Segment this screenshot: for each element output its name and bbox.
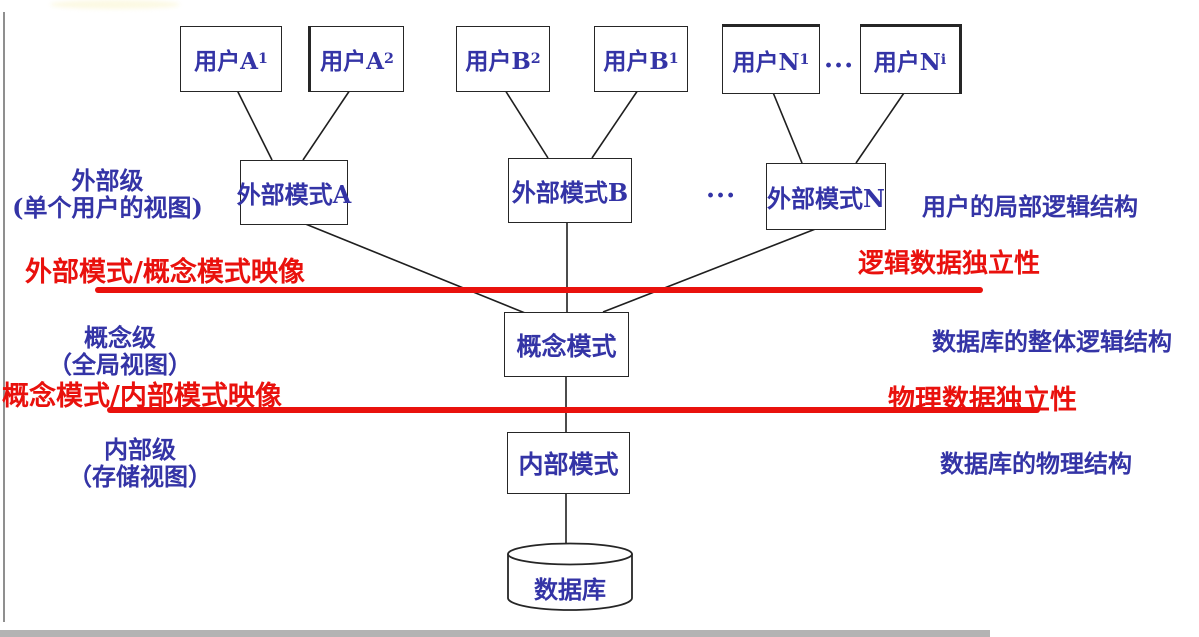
conceptual-internal-mapping-line: [107, 407, 1040, 413]
line-extA-conceptual: [302, 222, 526, 314]
user-local-structure-label: 用户的局部逻辑结构: [922, 192, 1138, 221]
line-userA1-extA: [236, 89, 273, 161]
user-box-label: 用户A: [320, 48, 384, 75]
internal-level-title: 内部级: [104, 435, 176, 464]
line-userNi-extN: [855, 89, 907, 164]
internal-schema-box: 内部模式: [507, 432, 630, 494]
line-userN1-extN: [771, 89, 803, 164]
conceptual-schema-box: 概念模式: [504, 312, 629, 377]
bottom-border-strip: [0, 630, 990, 637]
conceptual-level-title: 概念级: [84, 323, 156, 352]
conceptual-level-label: 概念级 （全局视图）: [25, 324, 215, 378]
top-faint-artifact: [50, 0, 180, 9]
external-level-label: 外部级 (单个用户的视图): [0, 167, 215, 221]
external-conceptual-mapping-line: [95, 287, 983, 293]
user-box-label: 用户A: [194, 48, 258, 75]
ellipsis-external-schemas: ...: [706, 174, 737, 204]
user-box-label: 用户N: [732, 49, 800, 76]
physical-data-independence-label: 物理数据独立性: [888, 385, 1077, 416]
external-schema-a-box: 外部模式A: [237, 160, 351, 225]
db-physical-structure-label: 数据库的物理结构: [940, 449, 1132, 478]
user-box-label: 用户B: [465, 48, 531, 75]
conceptual-level-subtitle: （全局视图）: [48, 350, 192, 379]
external-conceptual-mapping-label: 外部模式/概念模式映像: [25, 257, 305, 288]
user-box-label: 用户N: [873, 49, 941, 76]
conceptual-internal-mapping-label: 概念模式/内部模式映像: [2, 381, 282, 412]
external-level-subtitle: (单个用户的视图): [12, 193, 203, 222]
line-userB2-extB: [504, 89, 549, 159]
line-userA2-extA: [302, 89, 351, 161]
left-border-line: [3, 12, 5, 622]
db-overall-structure-label: 数据库的整体逻辑结构: [932, 327, 1172, 356]
internal-level-subtitle: （存储视图）: [68, 462, 212, 491]
database-label: 数据库: [534, 575, 606, 604]
database-cylinder: [507, 542, 633, 611]
line-extN-conceptual: [602, 227, 819, 313]
external-schema-n-box: 外部模式N: [766, 163, 886, 230]
ellipsis-users: ...: [824, 44, 855, 74]
external-level-title: 外部级: [71, 166, 144, 195]
user-box-label: 用户B: [603, 48, 669, 75]
external-schema-b-box: 外部模式B: [508, 158, 632, 223]
logical-data-independence-label: 逻辑数据独立性: [858, 249, 1041, 279]
line-userB1-extB: [591, 89, 639, 159]
internal-level-label: 内部级 （存储视图）: [45, 436, 235, 490]
